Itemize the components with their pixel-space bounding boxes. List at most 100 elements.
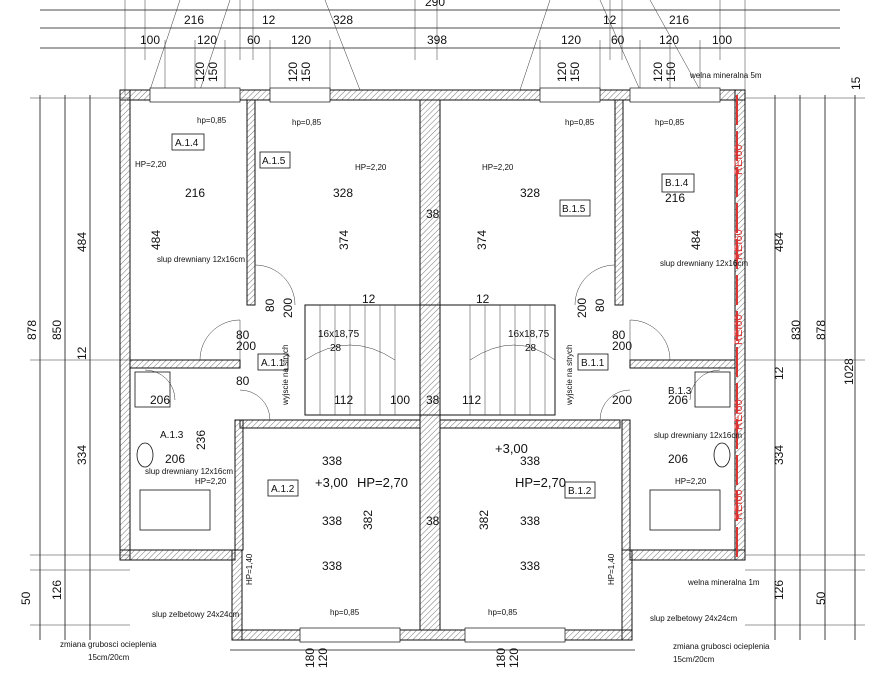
dim-12-right: 12 — [603, 13, 617, 27]
column-wood-bath-right: slup drewniany 12x16cm — [654, 431, 742, 440]
svg-text:382: 382 — [361, 510, 375, 530]
dim-100-right: 100 — [712, 33, 732, 47]
svg-text:50: 50 — [814, 591, 828, 605]
dim-216-right: 216 — [669, 13, 689, 27]
bottom-dimension-text: 180 120 180 120 — [230, 648, 635, 668]
svg-text:HP=2,70: HP=2,70 — [357, 475, 408, 490]
hp-140-left: HP=1,40 — [245, 553, 254, 585]
svg-text:+3,00: +3,00 — [495, 441, 528, 456]
svg-text:206: 206 — [668, 393, 688, 407]
dim-328: 328 — [333, 13, 353, 27]
svg-text:200: 200 — [575, 298, 589, 318]
svg-text:120: 120 — [286, 62, 300, 82]
left-dimension-lines: 484 878 850 12 334 126 50 — [19, 95, 130, 640]
svg-text:878: 878 — [814, 320, 828, 340]
svg-text:382: 382 — [477, 510, 491, 530]
svg-text:126: 126 — [50, 580, 64, 600]
svg-text:236: 236 — [194, 430, 208, 450]
svg-text:830: 830 — [789, 320, 803, 340]
svg-text:878: 878 — [25, 320, 39, 340]
svg-text:120: 120 — [193, 62, 207, 82]
bathroom-fixtures — [134, 371, 731, 531]
svg-text:hp=0,85: hp=0,85 — [330, 608, 360, 617]
dim-100-left: 100 — [140, 33, 160, 47]
dim-120-c: 120 — [561, 33, 581, 47]
room-b-1-5: B.1.5 HP=2,20 328 374 hp=0,85 — [475, 118, 595, 250]
svg-text:180: 180 — [303, 648, 317, 668]
wool-label: welna mineralna 1m — [687, 578, 760, 587]
svg-text:HP=2,20: HP=2,20 — [355, 163, 387, 172]
dim-216-left: 216 — [184, 13, 204, 27]
column-wood-left: slup drewniany 12x16cm — [157, 255, 245, 264]
annotation-labels: slup drewniany 12x16cm slup drewniany 12… — [60, 255, 770, 664]
dim-398: 398 — [427, 33, 447, 47]
door-swings — [144, 264, 721, 421]
svg-text:484: 484 — [689, 230, 703, 250]
svg-text:B.1.3: B.1.3 — [668, 386, 692, 397]
svg-text:200: 200 — [612, 339, 632, 353]
svg-text:REI60: REI60 — [733, 144, 745, 175]
hp-220-right: HP=2,20 — [675, 477, 707, 486]
svg-text:12: 12 — [362, 292, 376, 306]
insulation-val-right: 15cm/20cm — [673, 655, 715, 664]
svg-text:374: 374 — [475, 230, 489, 250]
rei60-labels: REI60 REI60 REI60 REI60 REI60 — [733, 144, 745, 520]
insulation-val-left: 15cm/20cm — [88, 653, 130, 662]
dim-120-d: 120 — [659, 33, 679, 47]
hp-140-right: HP=1,40 — [607, 553, 616, 585]
svg-text:12: 12 — [75, 346, 89, 360]
svg-text:B.1.5: B.1.5 — [562, 204, 586, 215]
insulation-change-right: zmiana grubosci ocieplenia — [673, 642, 770, 651]
svg-text:80: 80 — [593, 298, 607, 312]
svg-text:334: 334 — [772, 445, 786, 465]
hp-220-left: HP=2,20 — [195, 477, 227, 486]
svg-text:HP=2,20: HP=2,20 — [135, 160, 167, 169]
svg-text:338: 338 — [322, 514, 342, 528]
staircase: 16x18,75 28 16x18,75 28 — [304, 304, 556, 416]
svg-text:338: 338 — [520, 514, 540, 528]
exit-right: wyjscie na strych — [565, 345, 574, 406]
room-a-1-2: A.1.2 +3,00 HP=2,70 338 338 338 382 — [267, 454, 408, 573]
svg-text:A.1.4: A.1.4 — [175, 138, 199, 149]
svg-text:180: 180 — [494, 648, 508, 668]
room-b-1-1: B.1.1 — [577, 353, 609, 371]
insulation-change-left: zmiana grubosci ocieplenia — [60, 640, 157, 649]
svg-text:HP=2,20: HP=2,20 — [482, 163, 514, 172]
svg-text:80: 80 — [263, 298, 277, 312]
mid-dims: 80 200 80 200 80 200 112 100 38 112 38 3… — [236, 207, 632, 528]
svg-text:80: 80 — [236, 374, 250, 388]
svg-text:hp=0,85: hp=0,85 — [565, 118, 595, 127]
svg-text:80: 80 — [612, 328, 626, 342]
svg-text:1028: 1028 — [842, 358, 856, 385]
svg-text:A.1.5: A.1.5 — [262, 156, 286, 167]
svg-text:B.1.4: B.1.4 — [665, 178, 689, 189]
svg-text:216: 216 — [665, 191, 685, 205]
svg-text:12: 12 — [772, 366, 786, 380]
svg-text:12: 12 — [476, 292, 490, 306]
svg-text:200: 200 — [236, 339, 256, 353]
top-dim-text-row2: 100 120 60 120 398 120 60 120 100 — [140, 33, 732, 47]
svg-text:484: 484 — [149, 230, 163, 250]
svg-text:328: 328 — [520, 186, 540, 200]
svg-text:216: 216 — [185, 186, 205, 200]
svg-text:338: 338 — [322, 559, 342, 573]
window-dims-top: 120 150 120 150 120 150 120 150 — [193, 62, 678, 82]
dim-120-b: 120 — [291, 33, 311, 47]
right-dimension-lines: 484 878 830 12 334 1028 126 50 15 — [745, 76, 865, 640]
svg-text:REI60: REI60 — [733, 314, 745, 345]
svg-text:150: 150 — [568, 62, 582, 82]
room-a-1-1: A.1.1 — [257, 353, 289, 371]
svg-text:200: 200 — [612, 393, 632, 407]
room-b-1-3: B.1.3 206 206 — [668, 386, 692, 466]
svg-text:338: 338 — [322, 454, 342, 468]
column-wood-right: slup drewniany 12x16cm — [660, 259, 748, 268]
svg-text:hp=0,85: hp=0,85 — [655, 118, 685, 127]
svg-text:328: 328 — [333, 186, 353, 200]
svg-text:A.1.1: A.1.1 — [261, 358, 285, 369]
stair-left-size: 16x18,75 — [318, 329, 360, 340]
svg-text:484: 484 — [772, 232, 786, 252]
svg-text:150: 150 — [664, 62, 678, 82]
svg-text:15: 15 — [849, 76, 863, 90]
